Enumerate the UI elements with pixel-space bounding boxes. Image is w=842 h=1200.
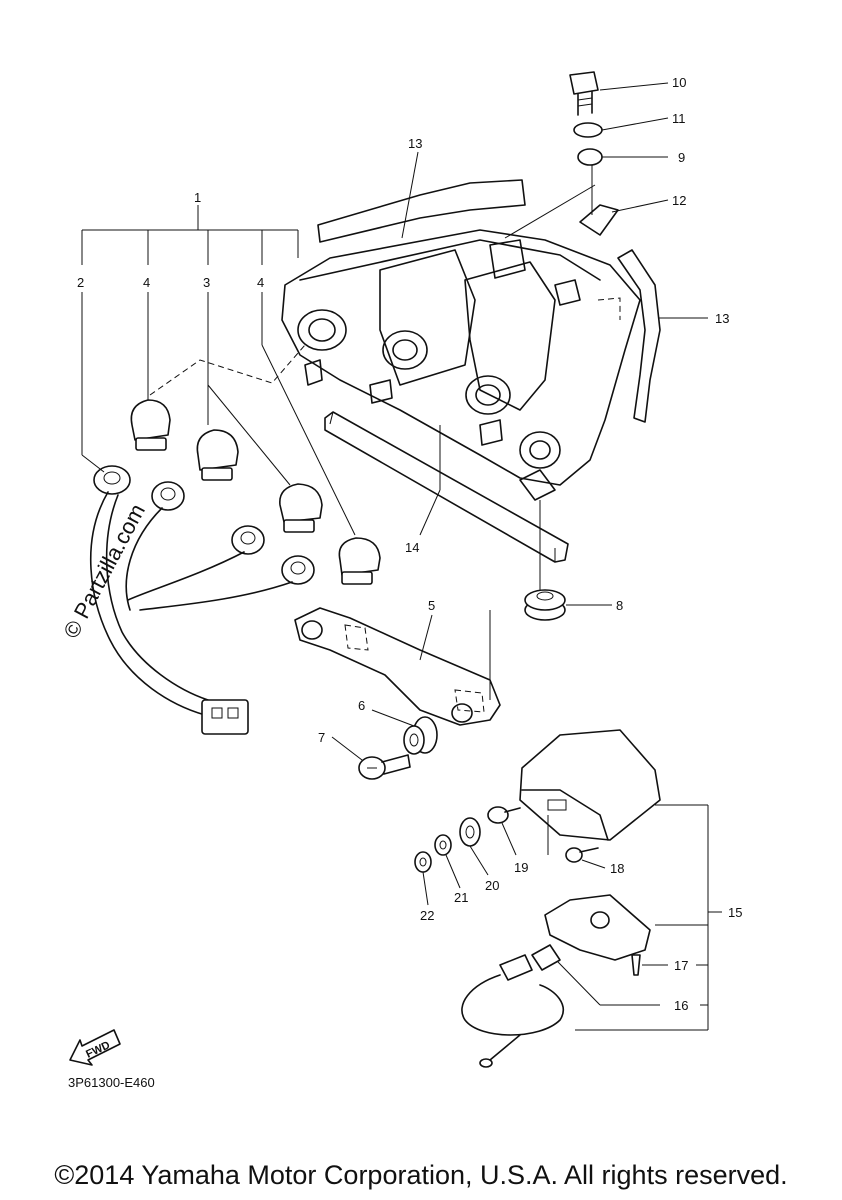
callout-4-left: 4 bbox=[143, 275, 150, 290]
socket-2 bbox=[151, 481, 185, 511]
callout-11: 11 bbox=[672, 111, 686, 126]
screw-17 bbox=[631, 954, 641, 976]
washer-21 bbox=[434, 834, 452, 856]
seal-bar bbox=[324, 411, 569, 563]
license-light-cover bbox=[519, 729, 661, 855]
callout-13-top: 13 bbox=[408, 136, 422, 151]
callout-16: 16 bbox=[674, 998, 688, 1013]
callout-8: 8 bbox=[616, 598, 623, 613]
seal-strip-right bbox=[617, 249, 661, 423]
wire-harness bbox=[89, 491, 293, 735]
leader-lines bbox=[81, 82, 722, 1031]
callout-labels: 1 2 4 3 4 13 13 10 11 9 12 14 5 8 6 7 15… bbox=[77, 75, 742, 1013]
nut-12 bbox=[579, 165, 619, 236]
screw-18 bbox=[565, 847, 599, 863]
callout-10: 10 bbox=[672, 75, 686, 90]
callout-6: 6 bbox=[358, 698, 365, 713]
callout-18: 18 bbox=[610, 861, 624, 876]
grommet-20 bbox=[459, 817, 481, 847]
nut-22 bbox=[414, 851, 432, 873]
callout-21: 21 bbox=[454, 890, 468, 905]
callout-9: 9 bbox=[678, 150, 685, 165]
callout-15: 15 bbox=[728, 905, 742, 920]
bulb-3 bbox=[279, 483, 323, 533]
socket-3 bbox=[231, 525, 265, 555]
tail-light-housing bbox=[281, 229, 641, 590]
grommet bbox=[524, 589, 566, 621]
copyright-notice: ©2014 Yamaha Motor Corporation, U.S.A. A… bbox=[54, 1160, 788, 1190]
callout-17: 17 bbox=[674, 958, 688, 973]
callout-2: 2 bbox=[77, 275, 84, 290]
license-light-base bbox=[544, 894, 651, 961]
callout-4-right: 4 bbox=[257, 275, 264, 290]
callout-20: 20 bbox=[485, 878, 499, 893]
collar-9 bbox=[577, 148, 603, 166]
license-bulb bbox=[461, 944, 564, 1068]
collar-19 bbox=[487, 806, 521, 824]
grommet-small bbox=[403, 716, 438, 755]
fwd-arrow-icon: FWD bbox=[69, 1029, 121, 1066]
diagram-code: 3P61300-E460 bbox=[68, 1075, 155, 1090]
bolt-10 bbox=[569, 71, 599, 116]
watermark: © Partzilla.com bbox=[58, 500, 150, 643]
callout-22: 22 bbox=[420, 908, 434, 923]
seal-strip-top bbox=[317, 179, 526, 243]
callout-1: 1 bbox=[194, 190, 201, 205]
screw bbox=[358, 754, 411, 780]
callout-13-right: 13 bbox=[715, 311, 729, 326]
callout-14: 14 bbox=[405, 540, 419, 555]
bulb-1 bbox=[130, 399, 171, 451]
callout-7: 7 bbox=[318, 730, 325, 745]
callout-3: 3 bbox=[203, 275, 210, 290]
callout-19: 19 bbox=[514, 860, 528, 875]
bulb-4 bbox=[338, 537, 381, 585]
callout-5: 5 bbox=[428, 598, 435, 613]
socket-1 bbox=[93, 465, 131, 495]
callout-12: 12 bbox=[672, 193, 686, 208]
socket-4 bbox=[281, 555, 315, 585]
holder-bracket bbox=[294, 607, 501, 726]
bulb-2 bbox=[196, 429, 239, 481]
washer-11 bbox=[573, 122, 603, 138]
